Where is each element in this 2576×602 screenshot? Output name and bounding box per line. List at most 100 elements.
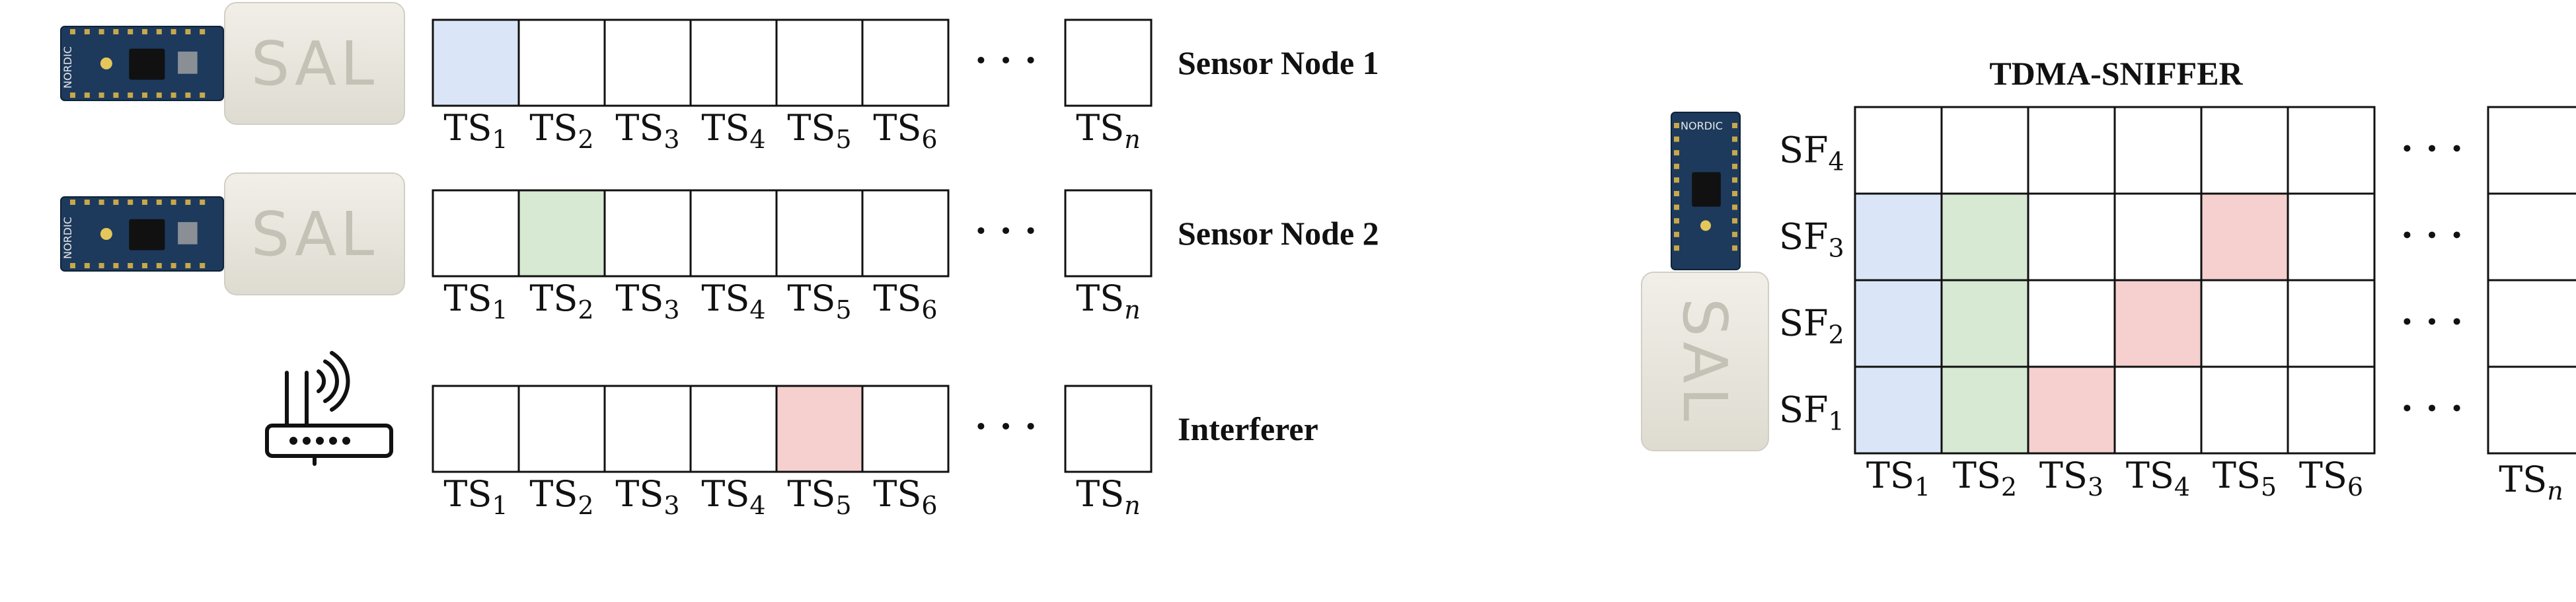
sniffer-title: TDMA-SNIFFER bbox=[1989, 55, 2243, 92]
board-pin bbox=[128, 93, 133, 98]
board-label: NORDIC bbox=[61, 217, 74, 259]
board-crystal bbox=[100, 57, 112, 69]
sniffer-cell bbox=[2027, 106, 2116, 195]
router-led bbox=[316, 437, 324, 445]
board-pin bbox=[200, 263, 206, 268]
slot-label: TS5 bbox=[787, 473, 851, 520]
ellipsis: · · · bbox=[975, 405, 1037, 447]
board-chip bbox=[129, 48, 165, 80]
time-slot-cell bbox=[861, 189, 950, 278]
board-pin bbox=[113, 93, 119, 98]
slot-label: TS5 bbox=[787, 278, 851, 324]
board-pin bbox=[200, 93, 206, 98]
sniffer-cell bbox=[2487, 192, 2576, 282]
slot-label: TSn bbox=[2499, 459, 2563, 506]
board-pin bbox=[84, 263, 90, 268]
board-pin bbox=[1674, 123, 1679, 128]
time-slot-cell bbox=[517, 189, 606, 278]
ellipsis: · · · bbox=[2401, 387, 2463, 430]
slot-label: TS6 bbox=[2299, 455, 2363, 502]
time-slot-cell bbox=[689, 385, 778, 473]
time-slot-cell bbox=[775, 189, 864, 278]
sniffer-cell bbox=[2287, 106, 2376, 195]
sal-device-icon: SAL bbox=[224, 2, 405, 125]
row-title: Interferer bbox=[1178, 410, 1318, 447]
slot-label: TS1 bbox=[443, 107, 508, 154]
board-pin bbox=[185, 93, 191, 98]
time-slot-cell bbox=[517, 385, 606, 473]
sal-device-icon: SAL bbox=[1641, 272, 1769, 451]
board-pin bbox=[142, 263, 147, 268]
slot-label: TS3 bbox=[615, 278, 679, 324]
board-pin bbox=[113, 263, 119, 268]
ellipsis: · · · bbox=[975, 209, 1037, 252]
sniffer-cell bbox=[1854, 279, 1943, 368]
slot-label: TS1 bbox=[443, 278, 508, 324]
board-chip bbox=[129, 219, 165, 250]
slot-label: TS4 bbox=[2126, 455, 2190, 502]
superframe-label: SF2 bbox=[1779, 303, 1844, 350]
row-title: Sensor Node 1 bbox=[1178, 44, 1379, 81]
slot-label: TS4 bbox=[701, 278, 765, 324]
board-pin bbox=[128, 263, 133, 268]
router-led bbox=[342, 437, 350, 445]
slot-label: TS1 bbox=[443, 473, 508, 520]
row-title: Sensor Node 2 bbox=[1178, 215, 1379, 252]
sniffer-cell bbox=[2027, 279, 2116, 368]
time-slot-cell bbox=[603, 189, 692, 278]
sniffer-cell bbox=[2113, 365, 2203, 455]
time-slot-cell bbox=[603, 19, 692, 107]
sniffer-cell bbox=[1854, 192, 1943, 282]
nordic-board-icon: NORDIC bbox=[60, 196, 224, 272]
time-slot-cell bbox=[432, 385, 520, 473]
board-pin bbox=[156, 93, 162, 98]
sniffer-cell bbox=[2113, 279, 2203, 368]
board-pin bbox=[98, 93, 104, 98]
board-pin bbox=[1674, 245, 1679, 251]
slot-label: TS6 bbox=[873, 107, 937, 154]
board-pin bbox=[70, 93, 75, 98]
board-pin bbox=[1674, 163, 1679, 169]
board-pin bbox=[1732, 245, 1737, 251]
sniffer-cell bbox=[2113, 192, 2203, 282]
sniffer-cell bbox=[2200, 106, 2289, 195]
board-pin bbox=[170, 263, 176, 268]
superframe-label: SF3 bbox=[1779, 216, 1844, 263]
board-pin bbox=[70, 29, 75, 34]
time-slot-cell bbox=[775, 385, 864, 473]
slot-label: TS3 bbox=[615, 107, 679, 154]
sniffer-cell bbox=[2200, 279, 2289, 368]
board-pin bbox=[185, 29, 191, 34]
board-pin bbox=[185, 263, 191, 268]
board-pin bbox=[113, 29, 119, 34]
slot-label: TS2 bbox=[529, 107, 593, 154]
sniffer-cell bbox=[2487, 279, 2576, 368]
router-led bbox=[289, 437, 297, 445]
wifi-wave bbox=[323, 359, 339, 403]
board-pin bbox=[170, 200, 176, 205]
slot-label: TS5 bbox=[787, 107, 851, 154]
board-chip-small bbox=[178, 222, 198, 245]
slot-label: TS1 bbox=[1866, 455, 1930, 502]
router-led bbox=[329, 437, 337, 445]
time-slot-cell bbox=[861, 385, 950, 473]
sniffer-cell bbox=[2200, 192, 2289, 282]
board-pin bbox=[84, 200, 90, 205]
sal-logo: SAL bbox=[251, 199, 378, 270]
board-pin bbox=[142, 200, 147, 205]
board-pin bbox=[1674, 204, 1679, 210]
board-pin bbox=[200, 200, 206, 205]
time-slot-cell bbox=[603, 385, 692, 473]
sniffer-cell bbox=[2287, 365, 2376, 455]
time-slot-cell bbox=[1064, 385, 1153, 473]
sniffer-cell bbox=[1940, 365, 2029, 455]
sniffer-cell bbox=[2200, 365, 2289, 455]
board-pin bbox=[84, 29, 90, 34]
ellipsis: · · · bbox=[2401, 128, 2463, 170]
sniffer-cell bbox=[1940, 279, 2029, 368]
nordic-board-icon: NORDIC bbox=[60, 26, 224, 101]
slot-label: TS2 bbox=[529, 278, 593, 324]
board-pin bbox=[1674, 218, 1679, 224]
